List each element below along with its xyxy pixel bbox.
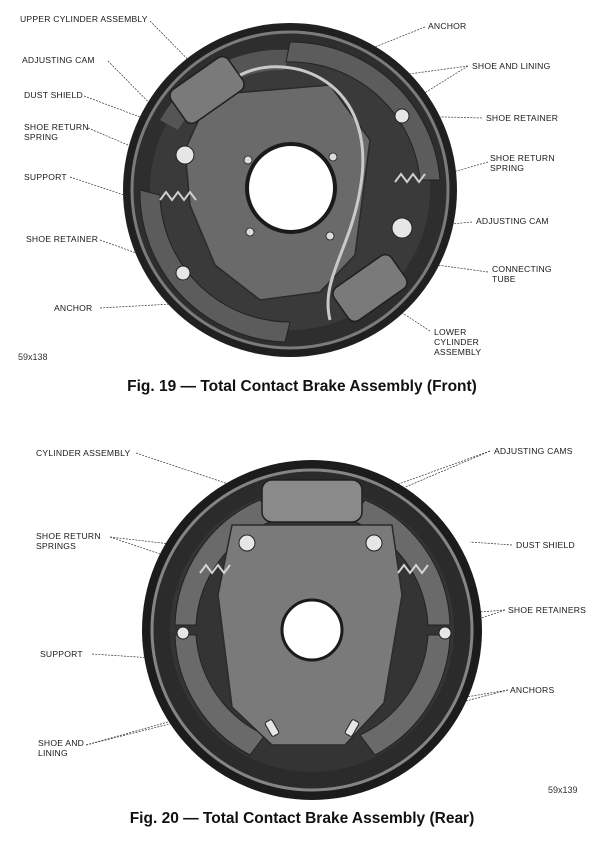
rear-brake-illustration — [85, 450, 513, 800]
label-adjusting-cams: ADJUSTING CAMS — [494, 446, 573, 456]
label-shoe-and-lining-rear: SHOE AND LINING — [38, 738, 85, 758]
caption-fig-19: Fig. 19 — Total Contact Brake Assembly (… — [127, 378, 477, 395]
figure-code: 59x138 — [18, 352, 48, 362]
label-shoe-and-lining: SHOE AND LINING — [472, 61, 551, 71]
label-adjusting-cam-left: ADJUSTING CAM — [22, 55, 95, 65]
label-shoe-return-spring-right: SHOE RETURN SPRING — [490, 153, 555, 173]
figure-20: CYLINDER ASSEMBLY SHOE RETURN SPRINGS SU… — [0, 425, 604, 805]
label-connecting-tube: CONNECTING TUBE — [492, 264, 552, 284]
figure-19: UPPER CYLINDER ASSEMBLY ADJUSTING CAM DU… — [0, 0, 604, 410]
label-cylinder-assembly: CYLINDER ASSEMBLY — [36, 448, 131, 458]
label-shoe-return-spring-left: SHOE RETURN SPRING — [24, 122, 89, 142]
label-dust-shield: DUST SHIELD — [24, 90, 83, 100]
label-support-rear: SUPPORT — [40, 649, 83, 659]
label-anchor-top: ANCHOR — [428, 21, 467, 31]
front-brake-illustration — [69, 20, 489, 357]
label-adjusting-cam-right: ADJUSTING CAM — [476, 216, 549, 226]
label-dust-shield-rear: DUST SHIELD — [516, 540, 575, 550]
label-shoe-retainer-right: SHOE RETAINER — [486, 113, 559, 123]
label-anchor-bottom: ANCHOR — [54, 303, 93, 313]
label-shoe-retainers: SHOE RETAINERS — [508, 605, 587, 615]
label-support: SUPPORT — [24, 172, 67, 182]
label-upper-cylinder-assembly: UPPER CYLINDER ASSEMBLY — [20, 14, 148, 24]
figure-code: 59x139 — [548, 785, 578, 795]
label-shoe-retainer-left: SHOE RETAINER — [26, 234, 99, 244]
label-shoe-return-springs: SHOE RETURN SPRINGS — [36, 531, 101, 551]
label-lower-cylinder-assembly: LOWER CYLINDER ASSEMBLY — [434, 327, 482, 357]
caption-fig-20: Fig. 20 — Total Contact Brake Assembly (… — [129, 810, 475, 827]
label-anchors: ANCHORS — [510, 685, 555, 695]
